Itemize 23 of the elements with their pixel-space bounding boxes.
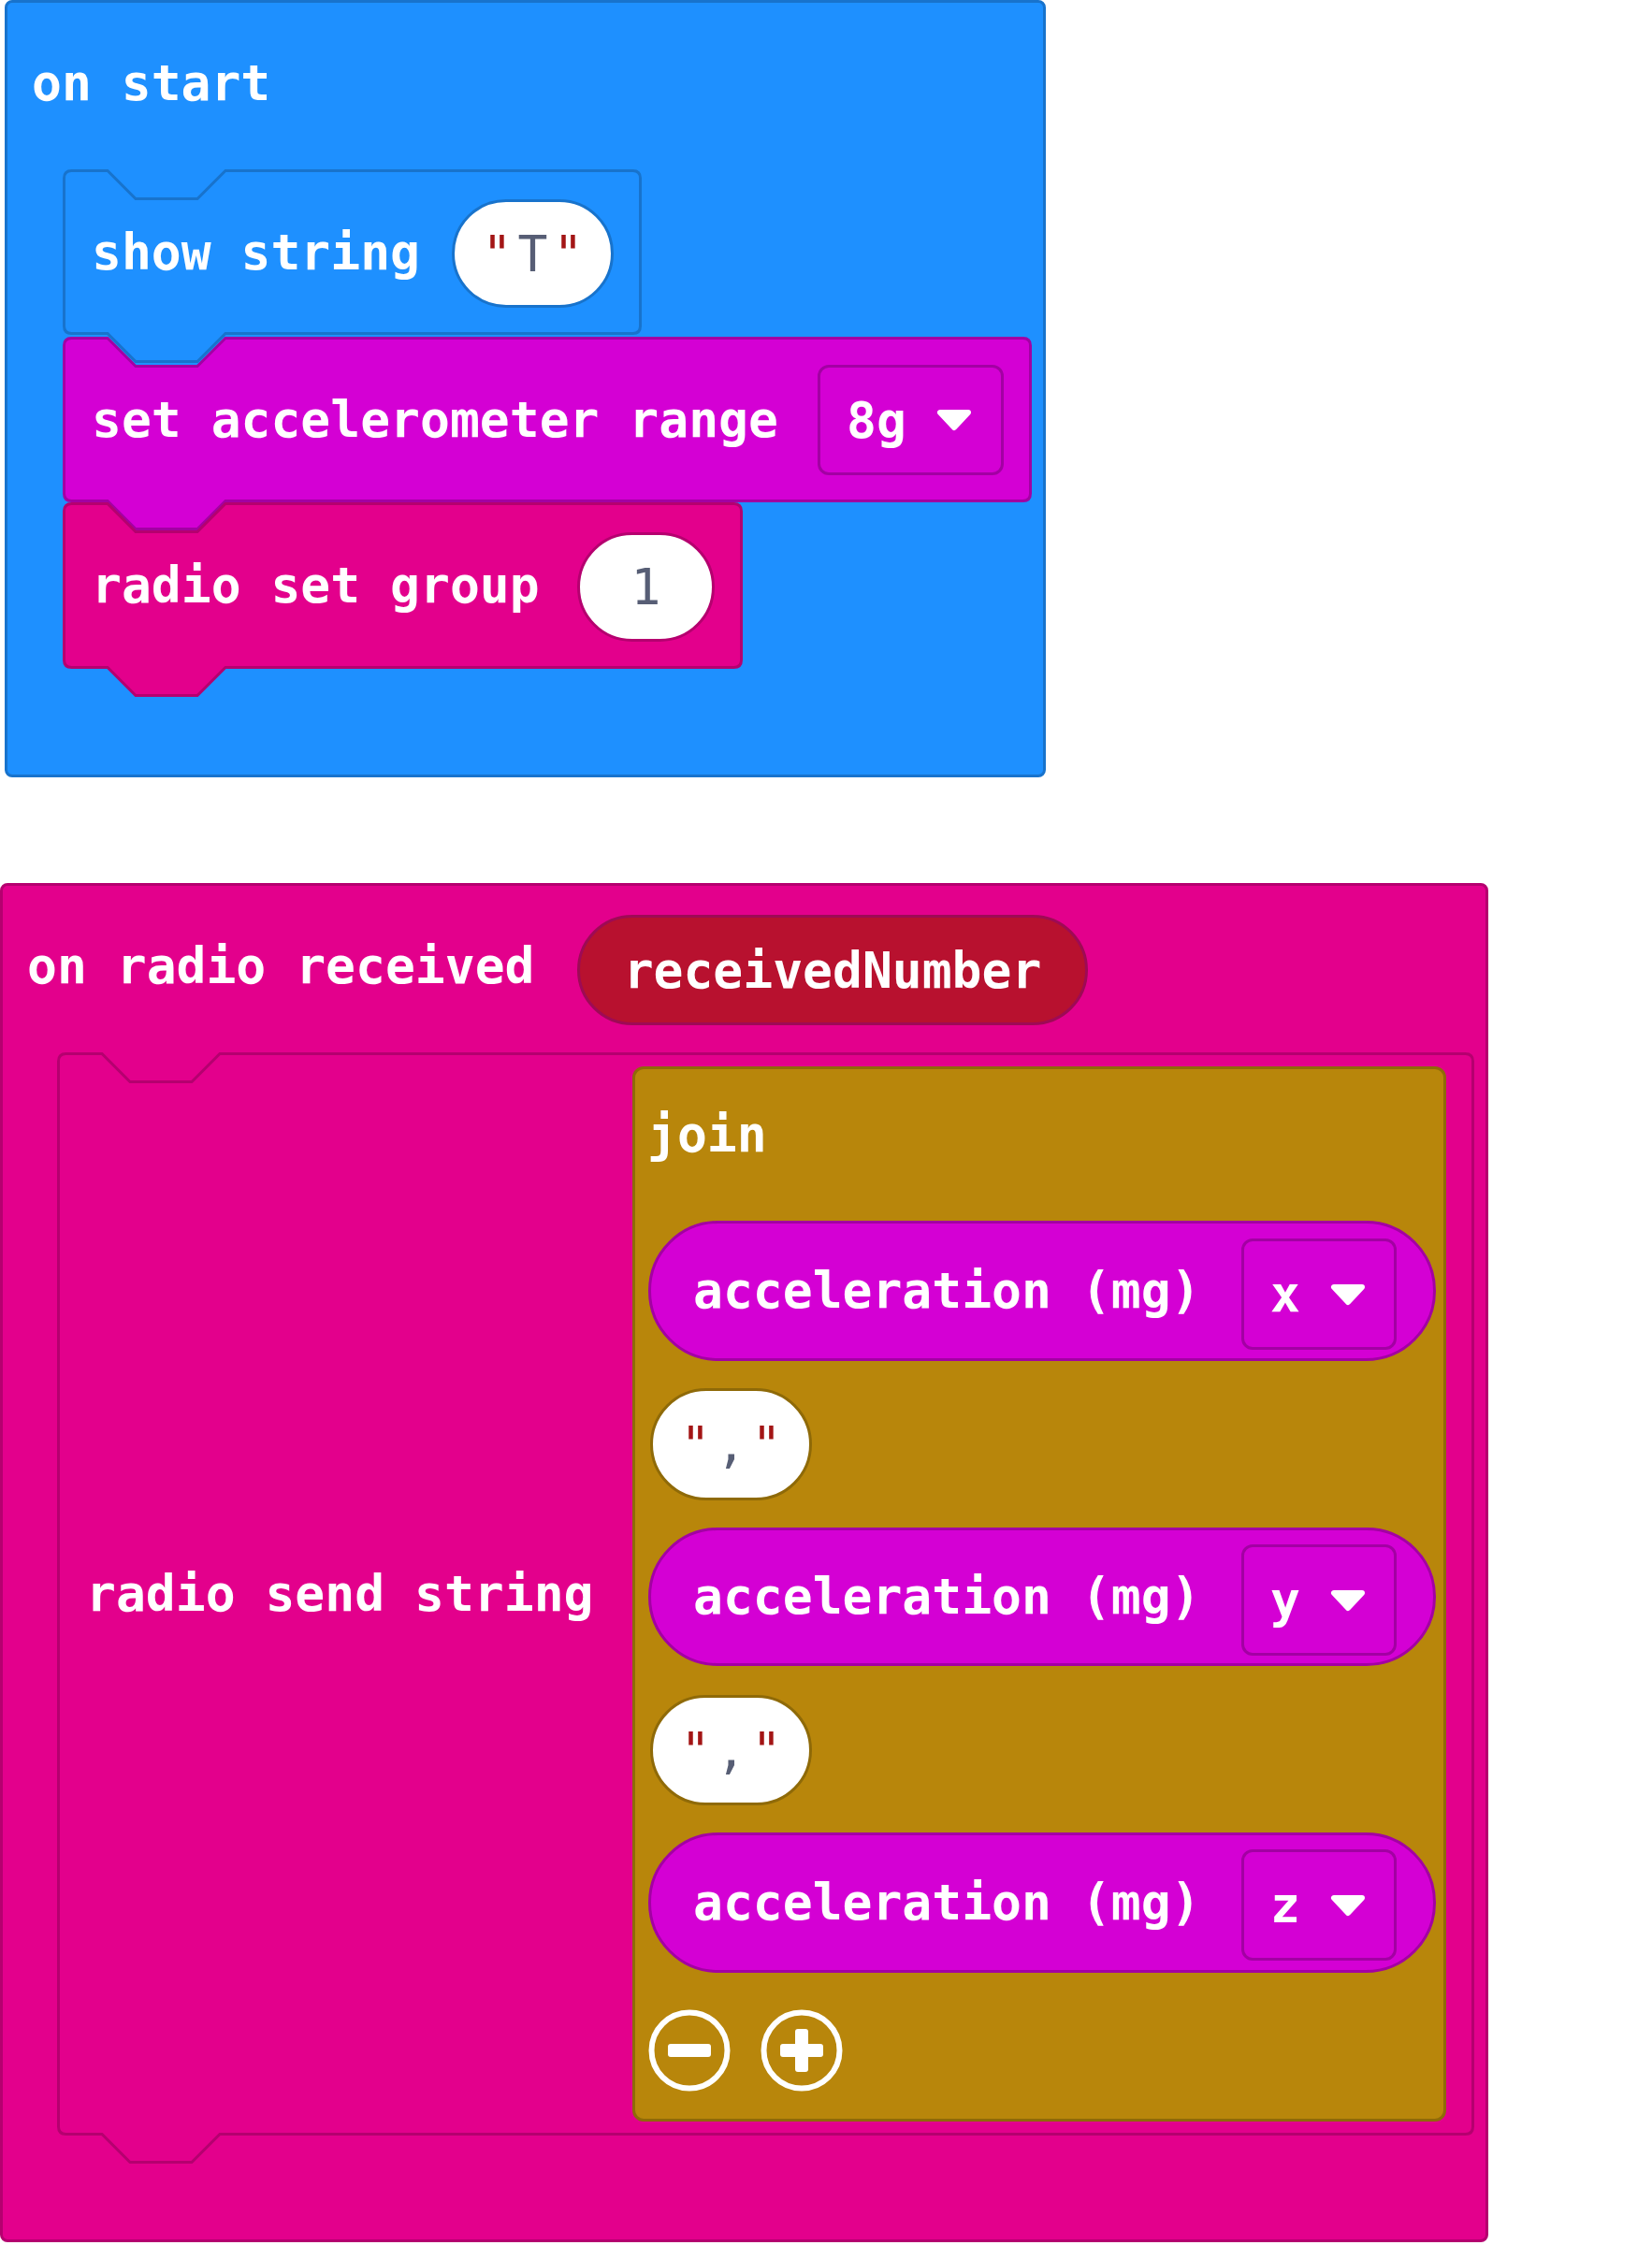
- statement-block: [57, 1052, 1474, 2164]
- command-label: radio set group: [92, 556, 540, 616]
- command-label: set accelerometer range: [92, 389, 778, 450]
- reporter-label: acceleration (mg): [693, 1261, 1201, 1321]
- dropdown: x: [1241, 1238, 1397, 1350]
- dropdown: y: [1241, 1544, 1397, 1656]
- statement-block: [63, 502, 743, 697]
- command-label: radio send string: [86, 1564, 594, 1624]
- string-field: ",": [650, 1695, 812, 1805]
- event-label: on start: [32, 53, 271, 113]
- dropdown: z: [1241, 1849, 1397, 1961]
- event-block: [5, 0, 1046, 777]
- event-label: on radio received: [27, 936, 535, 996]
- join-label: join: [647, 1105, 767, 1165]
- reporter-label: acceleration (mg): [693, 1567, 1201, 1627]
- variable-reporter: receivedNumber: [577, 915, 1088, 1025]
- statement-block: [63, 337, 1032, 530]
- reporter-label: acceleration (mg): [693, 1873, 1201, 1933]
- join-block: [632, 1066, 1446, 2122]
- string-field: ",": [650, 1388, 812, 1500]
- dropdown: 8g: [818, 365, 1004, 475]
- event-block: [0, 883, 1488, 2242]
- command-label: show string: [92, 222, 420, 282]
